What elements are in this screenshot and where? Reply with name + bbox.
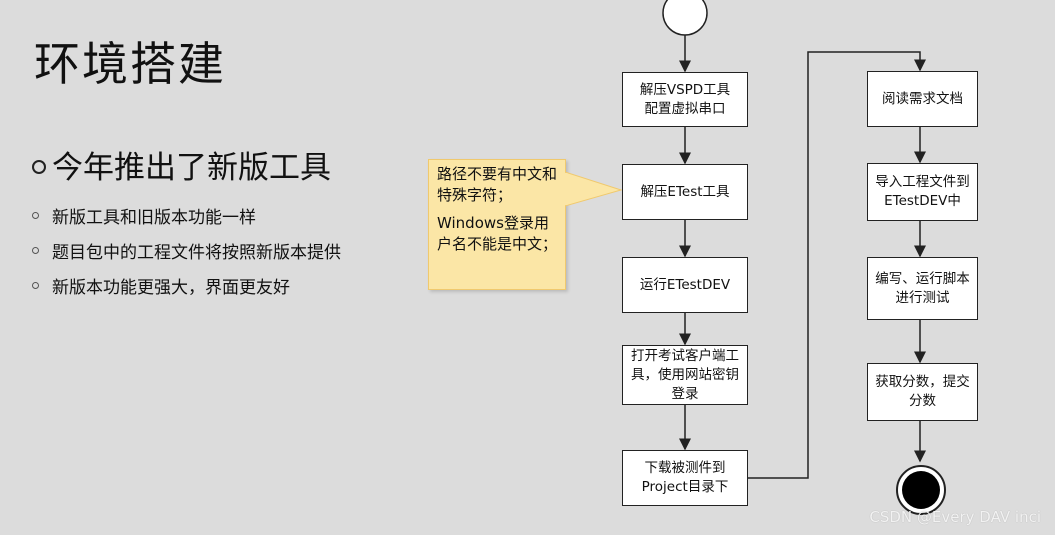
flow-step-open-client: 打开考试客户端工具，使用网站密钥登录 bbox=[622, 345, 748, 405]
flow-step-unzip-etest: 解压ETest工具 bbox=[622, 164, 748, 220]
main-bullet-text: 今年推出了新版工具 bbox=[52, 150, 331, 186]
flow-step-get-score: 获取分数，提交 分数 bbox=[867, 363, 978, 421]
arrow bbox=[748, 51, 926, 479]
flow-step-unzip-vspd: 解压VSPD工具 配置虚拟串口 bbox=[622, 72, 748, 127]
sub-bullet-list: 新版工具和旧版本功能一样 题目包中的工程文件将按照新版本提供 新版本功能更强大，… bbox=[32, 198, 341, 303]
sub-bullet: 新版工具和旧版本功能一样 bbox=[32, 198, 341, 233]
flow-step-import-project: 导入工程文件到 ETestDEV中 bbox=[867, 163, 978, 221]
callout-line-user: Windows登录用户名不能是中文； bbox=[437, 214, 558, 253]
sub-bullet: 新版本功能更强大，界面更友好 bbox=[32, 268, 341, 303]
flow-step-run-etestdev: 运行ETestDEV bbox=[622, 257, 748, 313]
flow-step-read-requirements: 阅读需求文档 bbox=[867, 71, 978, 127]
sub-bullet-text: 新版工具和旧版本功能一样 bbox=[52, 208, 256, 228]
main-bullet: 今年推出了新版工具 bbox=[32, 142, 331, 187]
sub-bullet-text: 题目包中的工程文件将按照新版本提供 bbox=[52, 243, 341, 263]
callout-pointer bbox=[565, 171, 623, 207]
sub-bullet: 题目包中的工程文件将按照新版本提供 bbox=[32, 233, 341, 268]
callout-line-path: 路径不要有中文和特殊字符； bbox=[437, 165, 558, 204]
end-node-inner bbox=[902, 471, 940, 509]
ring-bullet-icon bbox=[32, 159, 46, 174]
dot-bullet-icon bbox=[32, 247, 39, 254]
dot-bullet-icon bbox=[32, 282, 39, 289]
sub-bullet-text: 新版本功能更强大，界面更友好 bbox=[52, 278, 290, 298]
start-node bbox=[662, 0, 708, 36]
callout-note: 路径不要有中文和特殊字符； Windows登录用户名不能是中文； bbox=[428, 159, 566, 290]
flow-step-download: 下载被测件到 Project目录下 bbox=[622, 450, 748, 506]
flow-step-write-scripts: 编写、运行脚本 进行测试 bbox=[867, 257, 978, 320]
dot-bullet-icon bbox=[32, 212, 39, 219]
page-title: 环境搭建 bbox=[34, 37, 226, 91]
watermark: CSDN @Every DAV inci bbox=[869, 508, 1041, 526]
